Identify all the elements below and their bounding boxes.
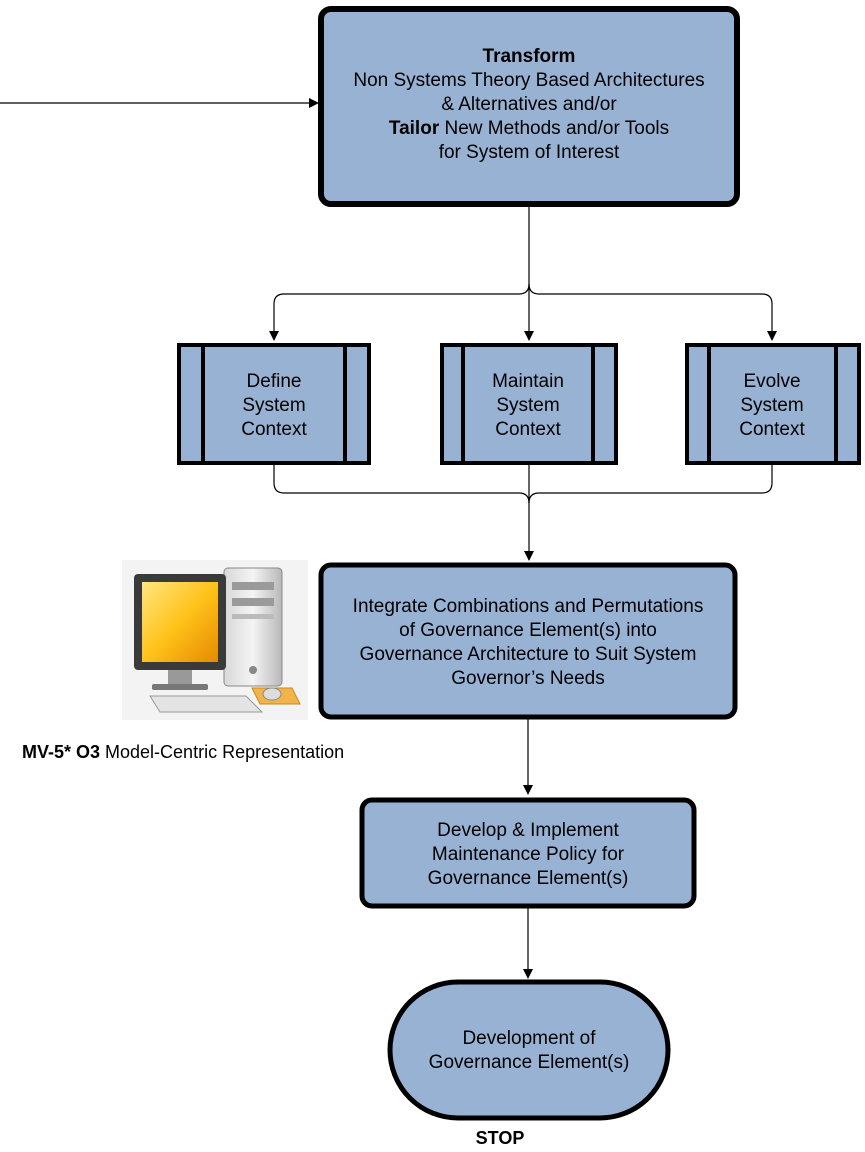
define-line2: System (242, 395, 305, 416)
maintain-line2: System (496, 395, 559, 416)
transform-box: Transform Non Systems Theory Based Archi… (318, 6, 740, 207)
integrate-line3: Governance Architecture to Suit System (360, 644, 697, 665)
define-line1: Define (247, 371, 302, 392)
maintain-line3: Context (495, 419, 561, 440)
stop-label: STOP (475, 1128, 525, 1148)
desktop-computer-icon (122, 560, 308, 720)
evolve-system-context-box: Evolve System Context (685, 343, 861, 465)
evolve-line2: System (740, 395, 803, 416)
develop-line2: Maintenance Policy for (432, 844, 625, 865)
transform-line3: & Alternatives and/or (441, 94, 617, 115)
split-connectors (269, 204, 777, 341)
integrate-box: Integrate Combinations and Permutations … (318, 562, 738, 720)
model-centric-annotation: MV-5* O3 Model-Centric Representation (22, 742, 344, 763)
integrate-line2: of Governance Element(s) into (399, 620, 657, 641)
develop-line3: Governance Element(s) (428, 868, 629, 889)
integrate-line1: Integrate Combinations and Permutations (353, 596, 704, 617)
develop-policy-box: Develop & Implement Maintenance Policy f… (359, 797, 697, 909)
annotation-rest: Model-Centric Representation (100, 742, 345, 762)
integrate-line4: Governor’s Needs (451, 668, 604, 689)
transform-title: Transform (483, 46, 576, 67)
maintain-system-context-box: Maintain System Context (440, 343, 618, 465)
define-line3: Context (241, 419, 307, 440)
transform-line4: Tailor New Methods and/or Tools (389, 118, 669, 139)
evolve-line3: Context (739, 419, 805, 440)
terminal-box: Development of Governance Element(s) (387, 979, 671, 1121)
define-system-context-box: Define System Context (177, 343, 371, 465)
terminal-line2: Governance Element(s) (429, 1052, 630, 1073)
terminal-line1: Development of (462, 1028, 596, 1049)
develop-line1: Develop & Implement (437, 820, 619, 841)
evolve-line1: Evolve (743, 371, 800, 392)
merge-connectors (273, 463, 773, 561)
maintain-line1: Maintain (492, 371, 564, 392)
annotation-bold: MV-5* O3 (22, 742, 101, 762)
transform-line5: for System of Interest (439, 142, 620, 163)
transform-line2: Non Systems Theory Based Architectures (353, 70, 704, 91)
